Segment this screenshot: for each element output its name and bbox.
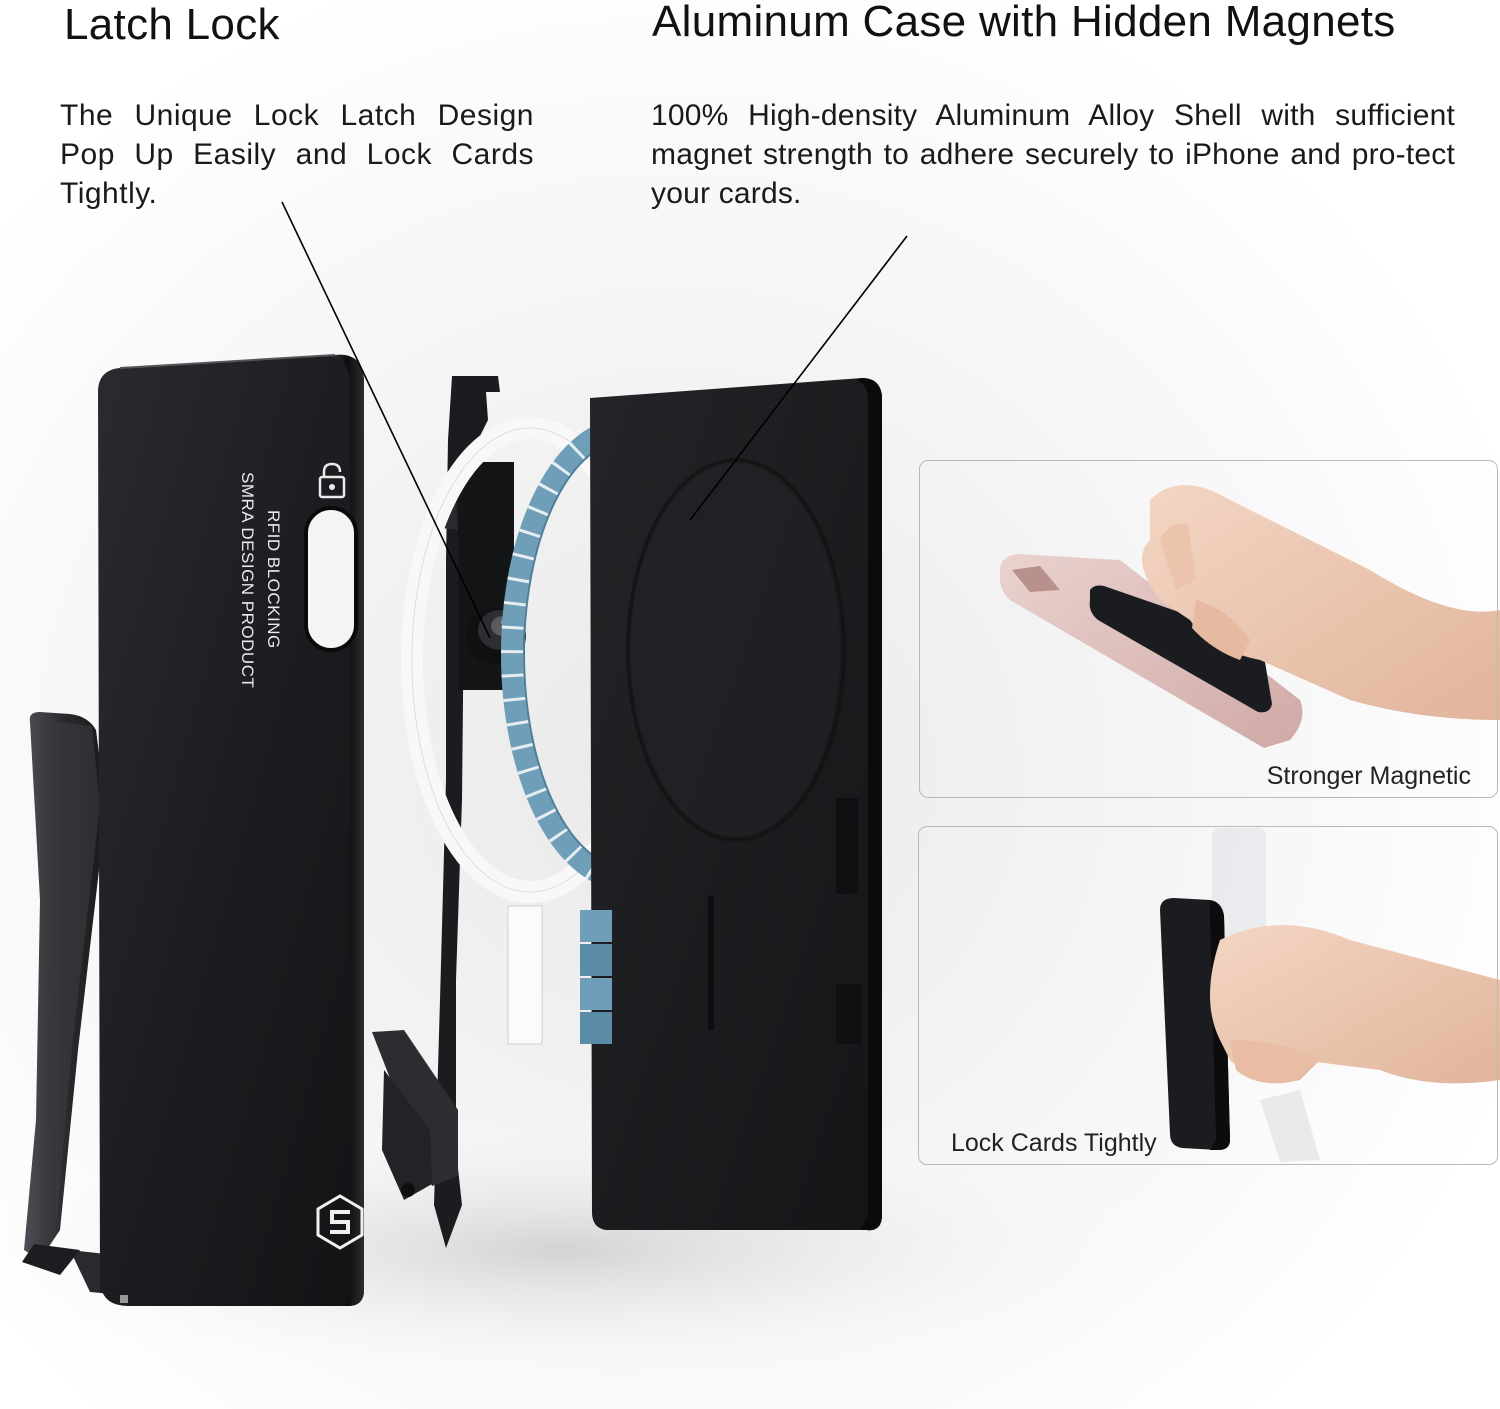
rfid-label: RFID BLOCKING xyxy=(264,510,283,649)
lock-cards-panel: Lock Cards Tightly xyxy=(918,826,1498,1165)
brand-label: SMRA DESIGN PRODUCT xyxy=(238,472,257,688)
latch-leader-line xyxy=(281,201,491,639)
finger-cutout xyxy=(304,506,358,652)
s-hexagon-logo-icon xyxy=(316,1194,364,1250)
stronger-magnetic-panel: Stronger Magnetic xyxy=(919,460,1498,798)
wallet-card: RFID BLOCKING SMRA DESIGN PRODUCT xyxy=(98,354,364,1306)
lock-cards-caption: Lock Cards Tightly xyxy=(951,1129,1157,1157)
aluminum-case-title: Aluminum Case with Hidden Magnets xyxy=(652,0,1396,46)
latch-lock-title: Latch Lock xyxy=(64,0,280,49)
lock-cards-photo xyxy=(1160,828,1500,1162)
aluminum-case-description: 100% High-density Aluminum Alloy Shell w… xyxy=(651,99,1455,210)
aluminum-case xyxy=(580,378,882,1231)
stronger-magnetic-photo xyxy=(999,485,1500,748)
magnet-leader-line xyxy=(689,235,908,521)
stronger-magnetic-caption: Stronger Magnetic xyxy=(1266,762,1471,790)
padlock-icon xyxy=(318,462,346,499)
latch-lock-description: The Unique Lock Latch Design Pop Up Easi… xyxy=(60,99,534,210)
